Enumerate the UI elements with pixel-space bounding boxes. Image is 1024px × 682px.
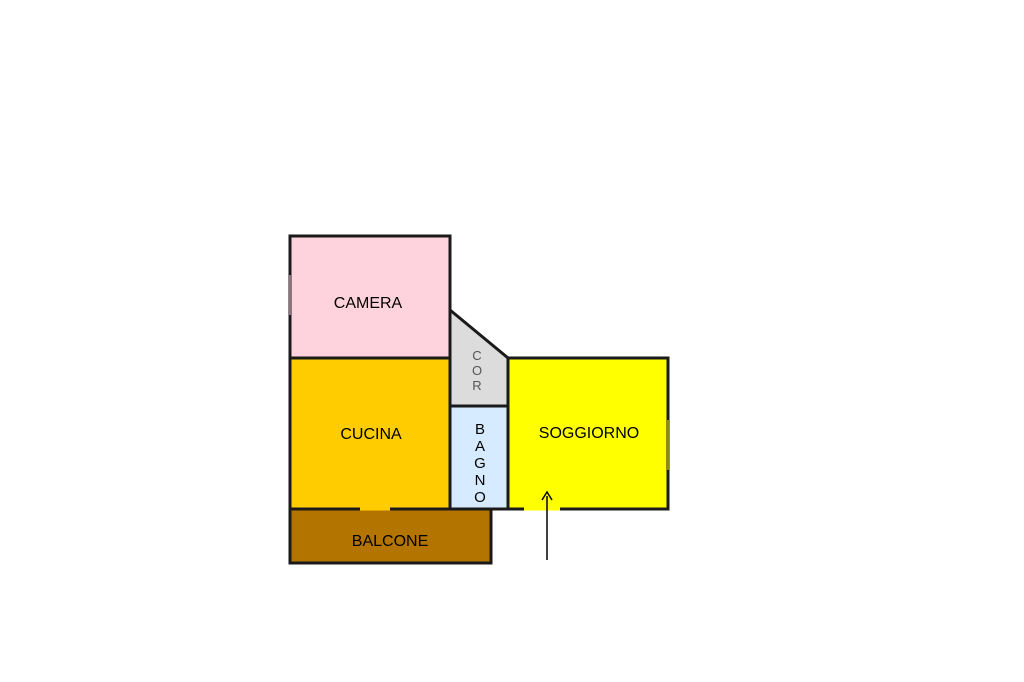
room-soggiorno-label: SOGGIORNO: [539, 425, 639, 442]
room-camera-label: CAMERA: [334, 295, 403, 312]
room-camera: [288, 234, 452, 360]
room-bagno-letter-5: O: [474, 489, 486, 506]
room-bagno-letter-4: N: [475, 472, 486, 489]
room-cucina-label: CUCINA: [340, 426, 402, 443]
room-balcone: [288, 507, 493, 565]
room-corridoio-letter-2: O: [472, 363, 482, 378]
room-cucina: [288, 356, 452, 511]
room-soggiorno: [506, 356, 670, 511]
room-corridoio-letter-1: C: [472, 348, 481, 363]
room-bagno-letter-3: G: [474, 455, 486, 472]
room-bagno: [448, 404, 510, 511]
room-bagno-letter-1: B: [475, 421, 485, 438]
room-balcone-label: BALCONE: [352, 533, 428, 550]
room-bagno-letter-2: A: [475, 438, 485, 455]
arrow-up-icon: [541, 490, 553, 560]
room-corridoio-letter-3: R: [472, 378, 481, 393]
